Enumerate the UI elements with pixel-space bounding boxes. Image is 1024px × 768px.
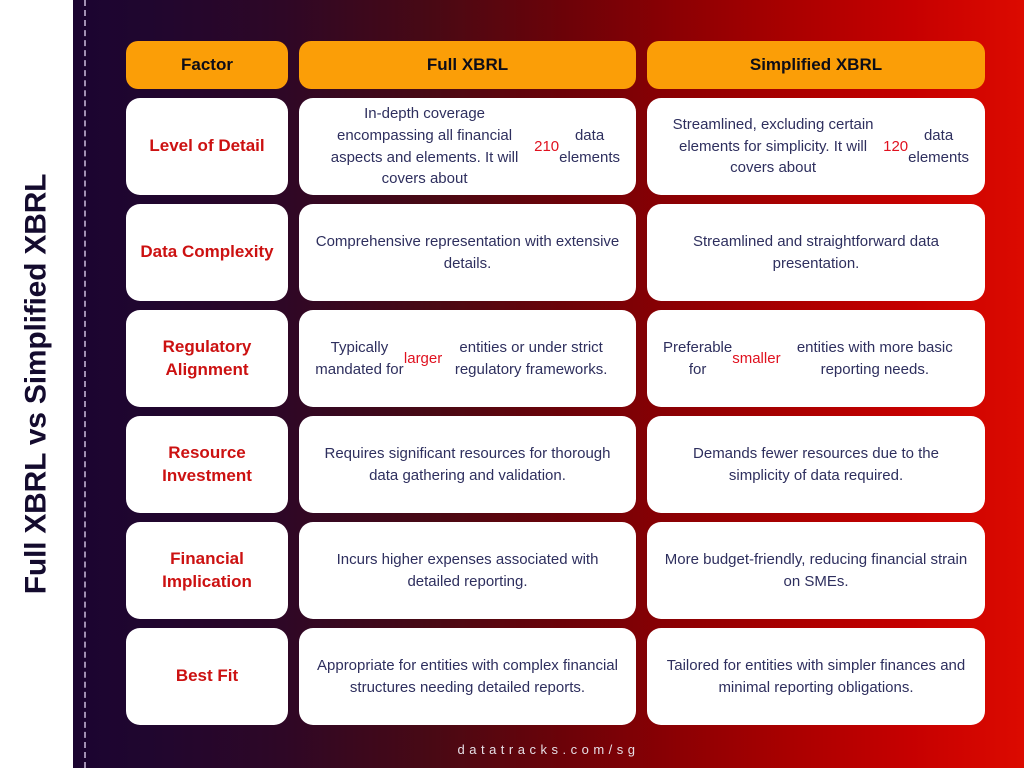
factor-label: Financial Implication <box>126 522 288 619</box>
desc-highlight: smaller <box>732 349 781 367</box>
simplified-xbrl-description: Demands fewer resources due to the simpl… <box>647 416 985 513</box>
desc-highlight: 120 <box>883 137 909 155</box>
dotted-divider <box>84 0 86 768</box>
desc-text: Typically mandated for <box>315 338 404 378</box>
full-xbrl-description: Appropriate for entities with complex fi… <box>299 628 636 725</box>
factor-label: Regulatory Alignment <box>126 310 288 407</box>
table-row: Best Fit Appropriate for entities with c… <box>126 628 985 725</box>
column-header-factor: Factor <box>126 41 288 89</box>
desc-text: Appropriate for entities with complex fi… <box>317 656 618 696</box>
desc-text: Tailored for entities with simpler finan… <box>666 656 966 696</box>
table-row: Data Complexity Comprehensive representa… <box>126 204 985 301</box>
page-title: Full XBRL vs Simplified XBRL <box>19 173 53 595</box>
desc-text: More budget-friendly, reducing financial… <box>664 550 968 590</box>
desc-text-tail: entities with more basic reporting needs… <box>796 338 953 378</box>
desc-text-tail: data elements <box>559 126 621 166</box>
sidebar-title-wrap: Full XBRL vs Simplified XBRL <box>0 0 73 768</box>
desc-highlight: larger <box>403 349 443 367</box>
table-row: Regulatory Alignment Typically mandated … <box>126 310 985 407</box>
column-header-simplified-xbrl: Simplified XBRL <box>647 41 985 89</box>
desc-text: Comprehensive representation with extens… <box>315 232 620 272</box>
desc-highlight: 210 <box>534 137 560 155</box>
desc-text: In-depth coverage encompassing all finan… <box>330 105 519 188</box>
full-xbrl-description: Typically mandated for larger entities o… <box>299 310 636 407</box>
desc-text: Streamlined and straightforward data pre… <box>693 232 939 272</box>
table-row: Financial Implication Incurs higher expe… <box>126 522 985 619</box>
column-header-full-xbrl: Full XBRL <box>299 41 636 89</box>
table-row: Resource Investment Requires significant… <box>126 416 985 513</box>
footer-url: datatracks.com/sg <box>457 742 640 757</box>
full-xbrl-description: Comprehensive representation with extens… <box>299 204 636 301</box>
factor-label: Data Complexity <box>126 204 288 301</box>
sidebar-rail: Full XBRL vs Simplified XBRL <box>0 0 73 768</box>
simplified-xbrl-description: Preferable for smaller entities with mor… <box>647 310 985 407</box>
content-panel: Factor Full XBRL Simplified XBRL Level o… <box>73 0 1024 768</box>
desc-text: Incurs higher expenses associated with d… <box>336 550 599 590</box>
full-xbrl-description: Requires significant resources for thoro… <box>299 416 636 513</box>
simplified-xbrl-description: Streamlined, excluding certain elements … <box>647 98 985 195</box>
simplified-xbrl-description: Streamlined and straightforward data pre… <box>647 204 985 301</box>
comparison-table: Factor Full XBRL Simplified XBRL Level o… <box>126 41 985 731</box>
full-xbrl-description: Incurs higher expenses associated with d… <box>299 522 636 619</box>
desc-text: Requires significant resources for thoro… <box>324 444 611 484</box>
table-row: Level of Detail In-depth coverage encomp… <box>126 98 985 195</box>
factor-label: Resource Investment <box>126 416 288 513</box>
full-xbrl-description: In-depth coverage encompassing all finan… <box>299 98 636 195</box>
simplified-xbrl-description: Tailored for entities with simpler finan… <box>647 628 985 725</box>
factor-label: Best Fit <box>126 628 288 725</box>
desc-text: Demands fewer resources due to the simpl… <box>693 444 939 484</box>
desc-text: Streamlined, excluding certain elements … <box>672 115 874 177</box>
desc-text-tail: data elements <box>908 126 970 166</box>
desc-text: Preferable for <box>663 338 733 378</box>
factor-label: Level of Detail <box>126 98 288 195</box>
simplified-xbrl-description: More budget-friendly, reducing financial… <box>647 522 985 619</box>
desc-text-tail: entities or under strict regulatory fram… <box>454 338 608 378</box>
table-header-row: Factor Full XBRL Simplified XBRL <box>126 41 985 89</box>
